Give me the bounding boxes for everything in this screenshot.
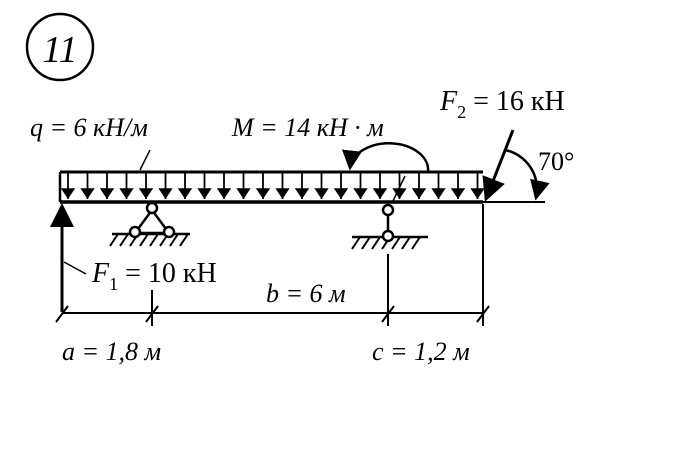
problem-number-badge: 11 (25, 12, 95, 82)
label-f1: F1 = 10 кН (91, 258, 217, 294)
label-q: q = 6 кН/м (30, 113, 148, 142)
f1-leader (63, 261, 87, 275)
label-angle: 70° (538, 147, 574, 176)
force-f2-arrow (482, 129, 515, 202)
label-a: a = 1,8 м (62, 337, 161, 366)
q-leader (139, 149, 151, 171)
problem-number: 11 (42, 29, 77, 71)
roller-support-b (351, 203, 428, 250)
label-f2: F2 = 16 кН (439, 86, 565, 122)
label-b: b = 6 м (266, 279, 346, 308)
label-c: c = 1,2 м (372, 337, 470, 366)
dimension-lines (55, 204, 490, 326)
angle-arc (504, 148, 550, 201)
distributed-load (58, 170, 485, 202)
label-moment: M = 14 кН · м (231, 113, 384, 142)
pin-support-a (109, 201, 190, 247)
moment-arrow (342, 142, 430, 204)
